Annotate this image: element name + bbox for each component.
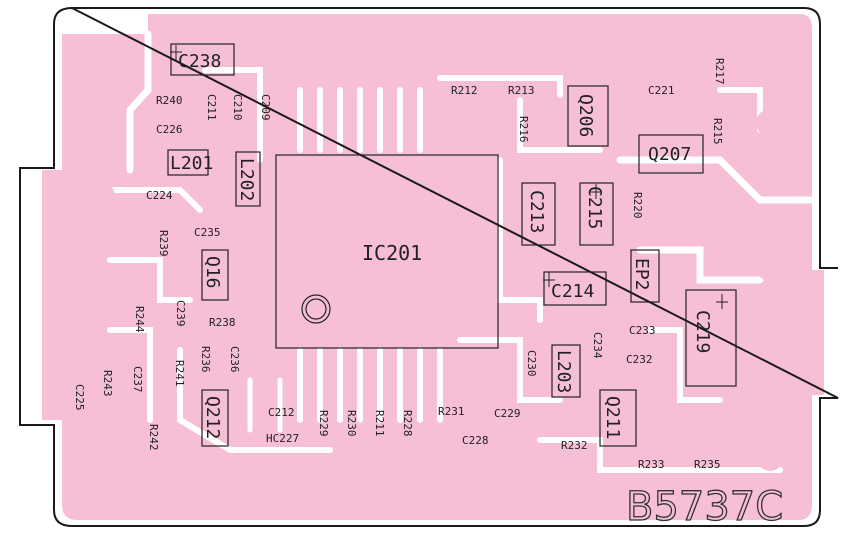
label-l201: L201 (170, 153, 213, 174)
ic201-label: IC201 (362, 241, 422, 265)
label-l202: L202 (236, 158, 257, 201)
polarity-marks (170, 45, 728, 309)
label-c234: C234 (591, 332, 604, 359)
label-r244: R244 (133, 306, 146, 333)
label-r213: R213 (508, 84, 535, 97)
label-c226: C226 (156, 123, 183, 136)
label-r229: R229 (317, 410, 330, 437)
ic201-package: IC201 (275, 154, 499, 349)
label-r236: R236 (199, 346, 212, 373)
label-l203: L203 (553, 350, 574, 393)
label-c211: C211 (205, 94, 218, 121)
label-r230: R230 (345, 410, 358, 437)
label-c236: C236 (228, 346, 241, 373)
label-c221: C221 (648, 84, 675, 97)
label-c238: C238 (178, 51, 221, 72)
label-hc227: HC227 (266, 432, 299, 445)
silkscreen-outlines (167, 43, 737, 447)
label-r243: R243 (101, 370, 114, 397)
label-ep2: EP2 (631, 258, 652, 291)
label-q211: Q211 (602, 396, 623, 439)
label-c212: C212 (268, 406, 295, 419)
label-r240: R240 (156, 94, 183, 107)
label-r211: R211 (373, 410, 386, 437)
label-q212: Q212 (202, 396, 223, 439)
label-r212: R212 (451, 84, 478, 97)
label-r220: R220 (631, 192, 644, 219)
label-r241: R241 (173, 360, 186, 387)
copper-pour (42, 14, 824, 520)
label-c239: C239 (174, 300, 187, 327)
label-q206: Q206 (575, 94, 596, 137)
label-c228: C228 (462, 434, 489, 447)
component-labels-vertical: C211 C210 C209 L202 R239 Q16 C239 R244 R… (73, 58, 726, 451)
label-r215: R215 (711, 118, 724, 145)
label-r228: R228 (401, 410, 414, 437)
label-r233: R233 (638, 458, 665, 471)
label-r242: R242 (147, 424, 160, 451)
board-outline (19, 6, 839, 527)
label-c235: C235 (194, 226, 221, 239)
label-c213: C213 (526, 190, 547, 233)
label-c215: C215 (584, 186, 605, 229)
label-c233: C233 (629, 324, 656, 337)
board-code: B5737C (626, 484, 783, 530)
label-c237: C237 (131, 366, 144, 393)
label-r239: R239 (157, 230, 170, 257)
label-q16: Q16 (202, 256, 223, 289)
label-c229: C229 (494, 407, 521, 420)
label-r216: R216 (517, 116, 530, 143)
label-r232: R232 (561, 439, 588, 452)
label-r217: R217 (713, 58, 726, 85)
label-r231: R231 (438, 405, 465, 418)
label-q207: Q207 (648, 144, 691, 165)
label-c224: C224 (146, 189, 173, 202)
label-c209: C209 (259, 94, 272, 121)
label-r238: R238 (209, 316, 236, 329)
label-c232: C232 (626, 353, 653, 366)
label-r235: R235 (694, 458, 721, 471)
label-c225: C225 (73, 384, 86, 411)
label-c210: C210 (231, 94, 244, 121)
component-labels: C238 R240 C226 L201 C224 C235 R238 C212 … (146, 51, 721, 471)
label-c214: C214 (551, 281, 594, 302)
label-c219: C219 (692, 310, 713, 353)
label-c230: C230 (525, 350, 538, 377)
